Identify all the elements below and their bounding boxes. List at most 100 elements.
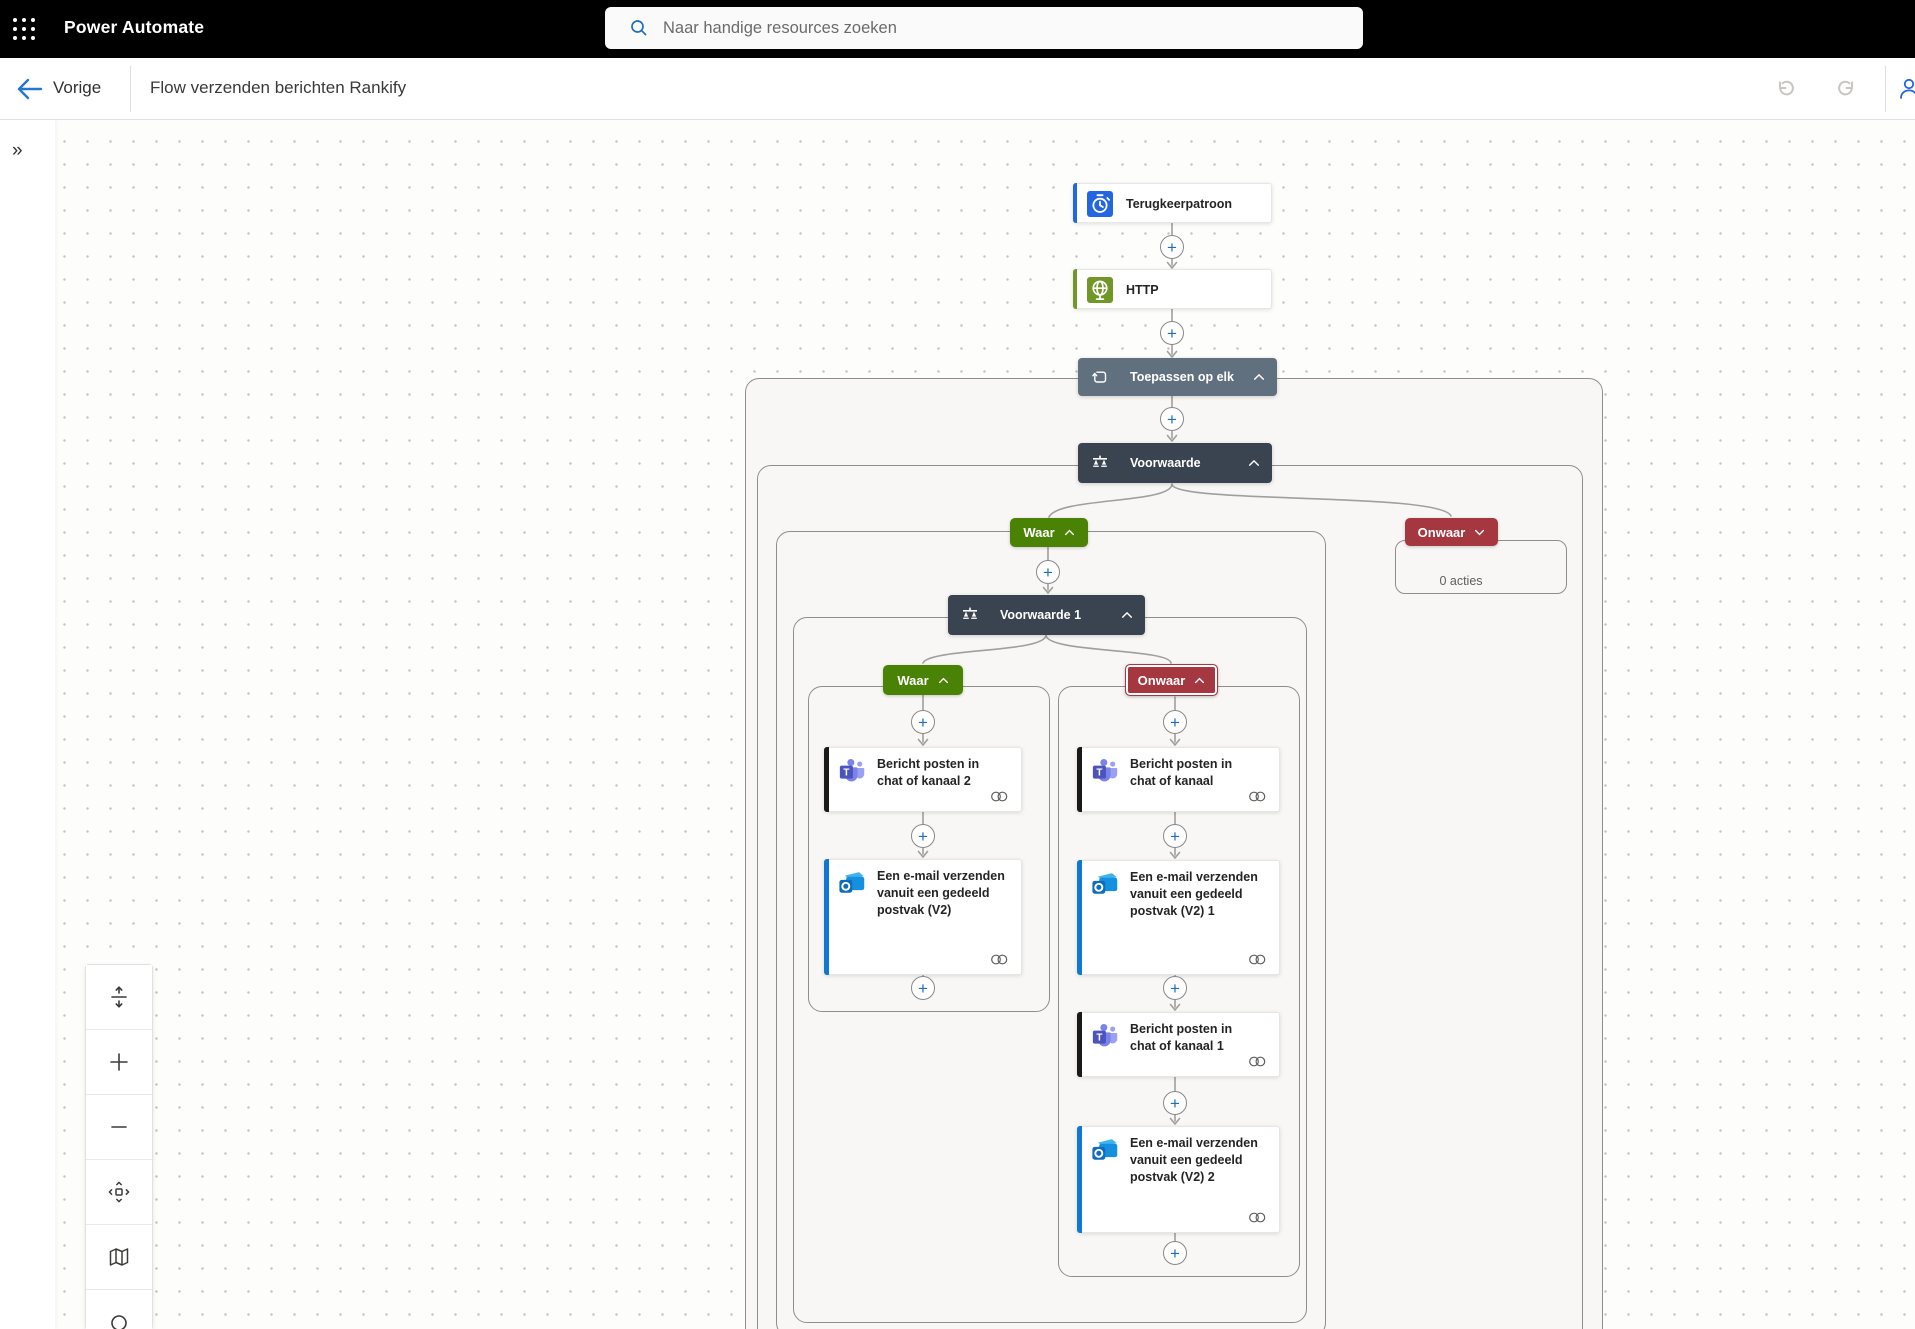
globe-icon [1087,277,1113,303]
zoom-out-button[interactable] [86,1095,152,1160]
fit-view-icon [111,986,127,1008]
condition-node-title: Voorwaarde [1130,455,1201,470]
connection-rings-icon [991,954,1008,965]
double-chevron-right-icon[interactable]: » [12,140,23,161]
action-title: Een e-mail verzenden vanuit een gedeeld … [1130,1136,1258,1184]
top-app-bar: Power Automate Naar handige resources zo… [0,0,1915,58]
flow-title: Flow verzenden berichten Rankify [150,78,407,97]
trigger-card-recurrence[interactable]: Terugkeerpatroon [1073,183,1272,223]
branch-false1-button[interactable]: Onwaar [1405,518,1498,546]
chevron-up-icon [1195,677,1205,683]
action-card-teams[interactable]: T Bericht posten in chat of kanaal 2 [824,747,1022,812]
condition-scale-icon [963,607,977,619]
connection-rings-icon [1249,1212,1266,1223]
add-action-button[interactable]: + [1163,1091,1187,1115]
canvas-controls-toolbar [85,964,153,1329]
scope-node-title: Toepassen op elk [1130,369,1234,384]
back-button[interactable]: Vorige [53,78,102,97]
search-placeholder: Naar handige resources zoeken [663,18,897,37]
branch-label: Onwaar [1417,524,1466,540]
search-icon [631,20,647,36]
teams-icon: T [1092,759,1118,782]
add-action-button[interactable]: + [1036,560,1060,584]
undo-button[interactable] [1768,72,1802,106]
branch-false2-button[interactable]: Onwaar [1125,664,1218,696]
chevron-up-icon [938,677,948,683]
zoom-out-icon [111,1126,127,1128]
outlook-icon [1092,1139,1118,1160]
add-action-button[interactable]: + [1163,710,1187,734]
branch-true1-button[interactable]: Waar [1010,518,1088,547]
connection-rings-icon [1249,954,1266,965]
app-launcher-icon[interactable] [10,15,38,43]
action-card-outlook[interactable]: Een e-mail verzenden vanuit een gedeeld … [1077,860,1280,975]
search-canvas-icon [111,1315,127,1329]
action-card-teams[interactable]: T Bericht posten in chat of kanaal [1077,747,1280,812]
condition-node-title: Voorwaarde 1 [1000,607,1082,622]
teams-icon: T [839,759,865,782]
minimap-icon [109,1248,129,1266]
svg-text:T: T [843,767,849,778]
empty-branch-text: 0 acties [1439,574,1483,588]
condition-scale-icon [1093,455,1107,467]
pan-icon [108,1181,130,1203]
action-card-outlook[interactable]: Een e-mail verzenden vanuit een gedeeld … [1077,1126,1280,1233]
chevron-up-icon [1121,611,1133,618]
add-action-button[interactable]: + [1160,321,1184,345]
svg-text:T: T [1096,767,1102,778]
outlook-icon [1092,873,1118,894]
condition-node-voorwaarde[interactable]: Voorwaarde [1078,443,1272,483]
search-input[interactable]: Naar handige resources zoeken [605,7,1363,49]
add-action-button[interactable]: + [911,976,935,1000]
redo-icon [1838,80,1853,96]
branch-label: Waar [1023,525,1055,540]
add-action-button[interactable]: + [1163,976,1187,1000]
action-card-teams[interactable]: T Bericht posten in chat of kanaal 1 [1077,1012,1280,1077]
teams-icon: T [1092,1024,1118,1047]
fit-view-button[interactable] [86,965,152,1030]
add-action-button[interactable]: + [1160,407,1184,431]
action-title: Een e-mail verzenden vanuit een gedeeld … [1130,870,1258,918]
designer-toolbar: Vorige Flow verzenden berichten Rankify [0,58,1915,120]
chevron-up-icon [1253,373,1265,380]
branch-false1-container: 0 acties [1395,540,1567,594]
add-action-button[interactable]: + [911,824,935,848]
divider [130,66,131,112]
recurrence-clock-icon [1087,191,1113,217]
add-action-button[interactable]: + [1163,824,1187,848]
chevron-up-icon [1248,459,1260,466]
condition-node-voorwaarde1[interactable]: Voorwaarde 1 [948,595,1145,635]
search-canvas-button[interactable] [86,1290,152,1329]
chevron-up-icon [1064,529,1074,536]
action-title: Een e-mail verzenden vanuit een gedeeld … [877,869,1005,917]
zoom-in-button[interactable] [86,1030,152,1095]
action-card-outlook[interactable]: Een e-mail verzenden vanuit een gedeeld … [824,859,1022,975]
action-title: Bericht posten in chat of kanaal 1 [1130,1022,1233,1053]
connection-rings-icon [991,791,1008,802]
scope-node-apply-to-each[interactable]: Toepassen op elk [1078,358,1277,396]
add-action-button[interactable]: + [1160,235,1184,259]
trigger-title: Terugkeerpatroon [1126,197,1233,211]
collapsed-side-panel: » [0,120,55,1329]
action-title: HTTP [1126,283,1159,297]
connection-rings-icon [1249,791,1266,802]
add-action-button[interactable]: + [911,710,935,734]
svg-text:T: T [1096,1032,1102,1043]
branch-true2-button[interactable]: Waar [883,665,963,695]
redo-button[interactable] [1830,72,1864,106]
branch-label: Waar [897,672,929,688]
action-title: Bericht posten in chat of kanaal 2 [877,757,980,788]
chevron-down-icon [1475,529,1485,535]
add-action-button[interactable]: + [1163,1241,1187,1265]
branch-label: Onwaar [1137,672,1186,688]
action-card-http[interactable]: HTTP [1073,269,1272,309]
minimap-button[interactable] [86,1225,152,1290]
app-title: Power Automate [64,17,205,37]
zoom-in-icon [110,1053,128,1071]
back-arrow-icon[interactable] [14,74,46,104]
divider [1885,66,1886,112]
pan-button[interactable] [86,1160,152,1225]
undo-icon [1779,80,1794,96]
person-icon[interactable] [1896,76,1915,102]
